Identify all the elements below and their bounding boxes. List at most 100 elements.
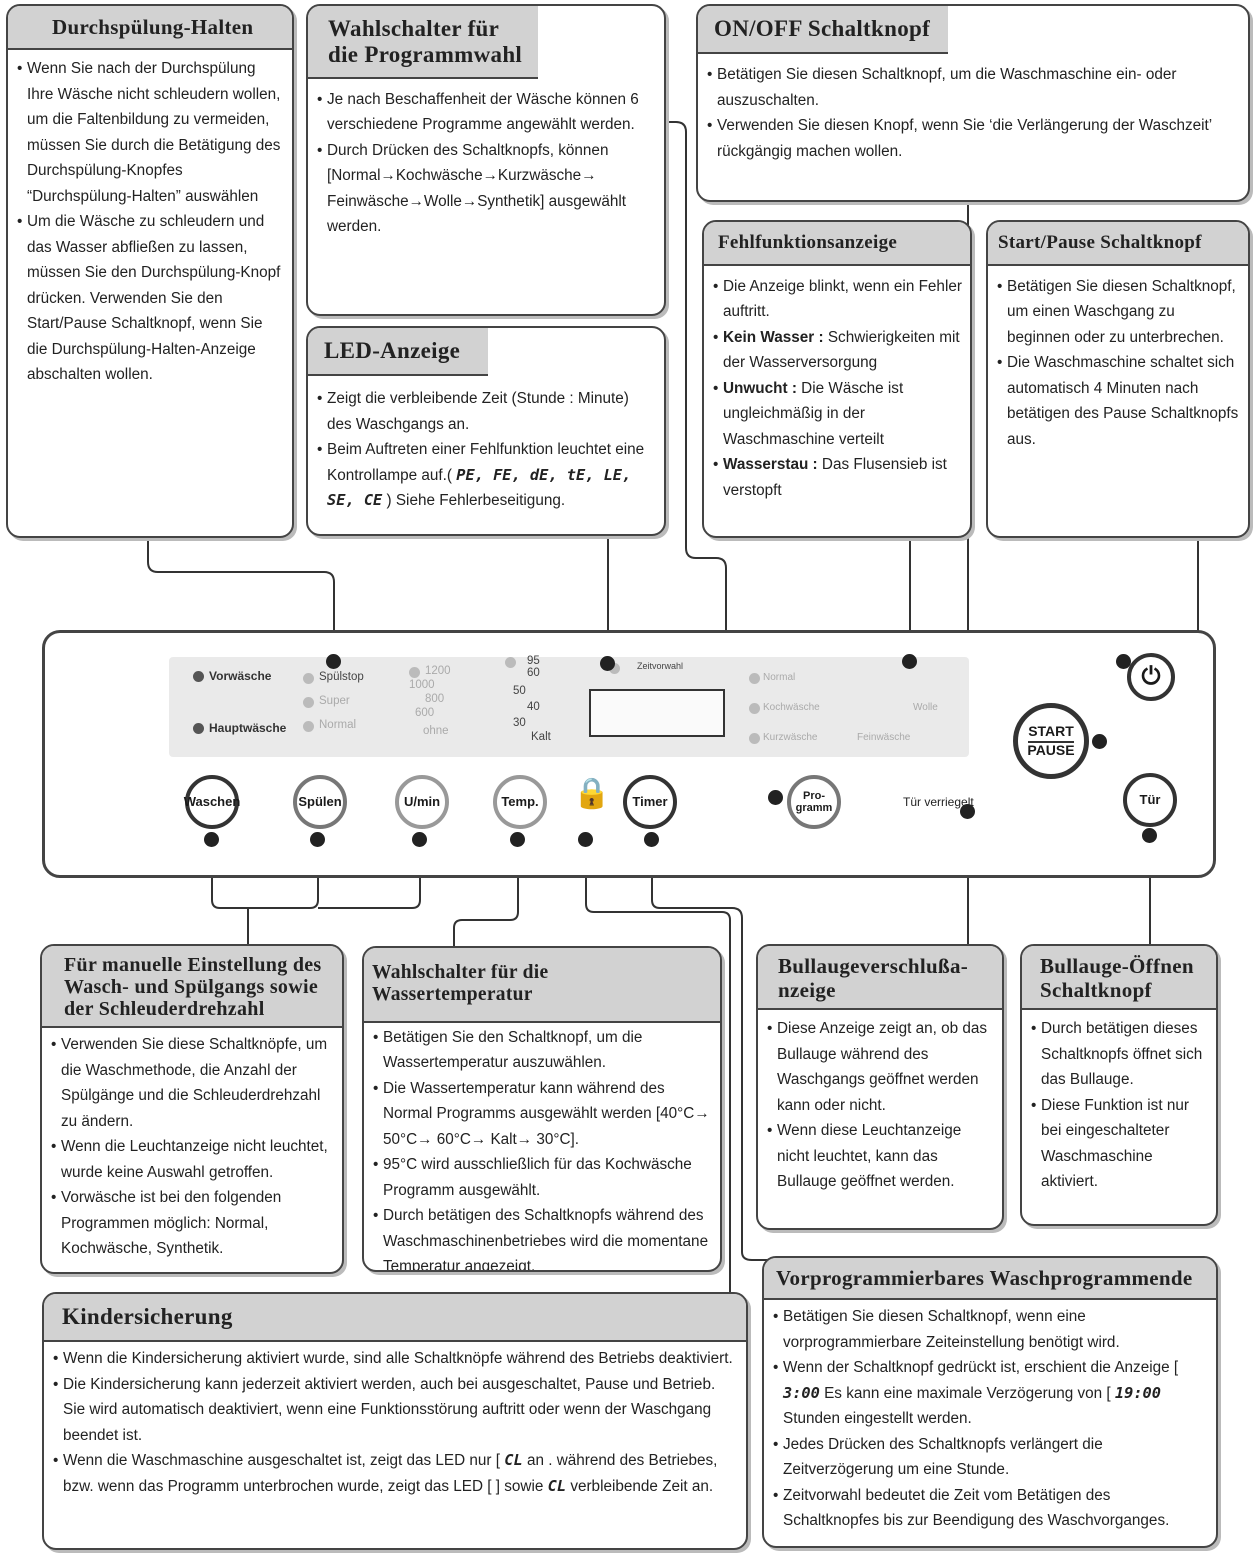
box-list: Betätigen Sie diesen Schaltknopf, um die… bbox=[698, 54, 1248, 170]
box-list: Wenn die Kindersicherung aktiviert wurde… bbox=[44, 1342, 746, 1505]
list-item: Betätigen Sie diesen Schaltknopf, wenn e… bbox=[772, 1304, 1208, 1355]
text: Stunden eingestellt werden. bbox=[783, 1410, 972, 1428]
list-item: Diese Anzeige zeigt an, ob das Bullauge … bbox=[766, 1016, 994, 1118]
label-kein-wasser: Kein Wasser : bbox=[723, 328, 824, 346]
label-normal: Normal bbox=[319, 719, 357, 731]
list-item: Je nach Beschaffenheit der Wäsche können… bbox=[316, 87, 656, 138]
connector-dot bbox=[1142, 828, 1157, 843]
box-wassertemperatur: Wahlschalter für die Wassertemperatur Be… bbox=[362, 946, 722, 1272]
connector-dot bbox=[1092, 734, 1107, 749]
box-list: Diese Anzeige zeigt an, ob das Bullauge … bbox=[758, 1010, 1002, 1201]
box-list: Je nach Beschaffenheit der Wäsche können… bbox=[308, 79, 664, 246]
led-text-a: Beim Auftreten einer Fehlfunktion leucht… bbox=[327, 441, 645, 484]
list-item: Jedes Drücken des Schaltknopfs verlänger… bbox=[772, 1432, 1208, 1483]
box-title: Bullauge-Öffnen Schaltknopf bbox=[1022, 946, 1216, 1011]
power-icon[interactable]: ⏻ bbox=[1127, 653, 1175, 701]
timer-button[interactable]: Timer bbox=[623, 775, 677, 829]
text: Es kann eine maximale Verzögerung von [ bbox=[824, 1384, 1111, 1402]
panel-display: Vorwäsche Hauptwäsche Spülstop Super Nor… bbox=[169, 655, 969, 757]
code-cl: CL bbox=[504, 1451, 523, 1470]
connector-dot bbox=[902, 654, 917, 669]
connector-dot bbox=[644, 832, 659, 847]
box-list: Betätigen Sie den Schaltknopf, um die Wa… bbox=[364, 1023, 720, 1270]
label-temp: 30 bbox=[513, 717, 526, 729]
text: verbleibende Zeit an. bbox=[570, 1477, 714, 1495]
label-super: Super bbox=[319, 695, 350, 707]
label-unwucht: Unwucht : bbox=[723, 379, 797, 397]
label-temp: 50 bbox=[513, 685, 526, 697]
label-zeitvorwahl: Zeitvorwahl bbox=[637, 661, 684, 671]
text: Das Flusensieb ist verstopft bbox=[723, 456, 947, 499]
led-spuelstop bbox=[303, 673, 314, 684]
box-title: LED-Anzeige bbox=[308, 328, 488, 377]
control-panel: Vorwäsche Hauptwäsche Spülstop Super Nor… bbox=[42, 630, 1216, 878]
code-19-00: 19:00 bbox=[1114, 1383, 1161, 1402]
error-codes: PE, FE, dE, tE, LE, SE, CE bbox=[327, 465, 632, 510]
box-title: Für manuelle Einstellung des Wasch- und … bbox=[42, 946, 342, 1028]
list-item: Verwenden Sie diese Schaltknöpfe, um die… bbox=[50, 1032, 334, 1134]
label-spuelstop: Spülstop bbox=[319, 671, 364, 683]
text: Wenn der Schaltknopf gedrückt ist, ersch… bbox=[783, 1359, 1179, 1377]
box-manuelle-einstellung: Für manuelle Einstellung des Wasch- und … bbox=[40, 944, 344, 1274]
list-item: Betätigen Sie diesen Schaltknopf, um ein… bbox=[996, 274, 1240, 351]
led-super bbox=[303, 697, 314, 708]
list-item: Wenn die Leuchtanzeige nicht leuchtet, w… bbox=[50, 1134, 334, 1185]
box-title: Durchspülung-Halten bbox=[8, 6, 292, 51]
led-text-b: ) Siehe Fehlerbeseitigung. bbox=[386, 492, 566, 510]
temp-button[interactable]: Temp. bbox=[493, 775, 547, 829]
connector-dot bbox=[578, 832, 593, 847]
spuelen-button[interactable]: Spülen bbox=[293, 775, 347, 829]
list-item: Vorwäsche ist bei den folgenden Programm… bbox=[50, 1185, 334, 1262]
tuer-verriegelt-label: Tür verriegelt bbox=[903, 795, 974, 809]
list-item: Wasserstau : Das Flusensieb ist verstopf… bbox=[712, 452, 962, 503]
label-program: Kurzwäsche bbox=[763, 732, 818, 743]
list-item: Wenn der Schaltknopf gedrückt ist, ersch… bbox=[772, 1355, 1208, 1432]
list-item: 95°C wird ausschließlich für das Kochwäs… bbox=[372, 1152, 712, 1203]
list-item: Betätigen Sie den Schaltknopf, um die Wa… bbox=[372, 1025, 712, 1076]
list-item: Betätigen Sie diesen Schaltknopf, um die… bbox=[706, 62, 1240, 113]
list-item: Die Anzeige blinkt, wenn ein Fehler auft… bbox=[712, 274, 962, 325]
box-start-pause: Start/Pause Schaltknopf Betätigen Sie di… bbox=[986, 220, 1250, 538]
led-zeitvorwahl bbox=[609, 663, 620, 674]
text: an . während des Betriebes, bzw. wenn da… bbox=[63, 1452, 718, 1495]
pause-label: PAUSE bbox=[1027, 741, 1075, 758]
box-title: Fehlfunktionsanzeige bbox=[704, 222, 970, 266]
umin-button[interactable]: U/min bbox=[395, 775, 449, 829]
box-title: Kindersicherung bbox=[44, 1294, 746, 1343]
text: ] sowie bbox=[495, 1477, 544, 1495]
led-normal bbox=[303, 721, 314, 732]
label-temp: 60 bbox=[527, 667, 540, 679]
connector-dot bbox=[1116, 654, 1131, 669]
programm-button[interactable]: Pro-gramm bbox=[787, 775, 841, 829]
list-item: Zeitvorwahl bedeutet die Zeit vom Betäti… bbox=[772, 1483, 1208, 1534]
label-wasserstau: Wasserstau : bbox=[723, 456, 818, 474]
waschen-button[interactable]: Waschen bbox=[184, 775, 240, 829]
code-3-00: 3:00 bbox=[783, 1383, 820, 1402]
connector-dot bbox=[768, 790, 783, 805]
list-item: Unwucht : Die Wäsche ist ungleichmäßig i… bbox=[712, 376, 962, 453]
label-program: Kochwäsche bbox=[763, 702, 820, 713]
text: Wenn die Waschmaschine ausgeschaltet ist… bbox=[63, 1452, 501, 1470]
label-spin: 1200 bbox=[425, 665, 451, 677]
box-list: Durch betätigen dieses Schaltknopfs öffn… bbox=[1022, 1010, 1216, 1201]
box-title: Bullaugeverschlußa- nzeige bbox=[758, 946, 1002, 1011]
label-spin: 1000 bbox=[409, 679, 435, 691]
led-temp bbox=[505, 657, 516, 668]
box-bullauge-knopf: Bullauge-Öffnen Schaltknopf Durch betäti… bbox=[1020, 944, 1218, 1226]
list-item: Durch Drücken des Schaltknopfs, können [… bbox=[316, 138, 656, 240]
code-cl: CL bbox=[547, 1476, 567, 1495]
label-vorwaesche: Vorwäsche bbox=[209, 669, 272, 683]
connector-dot bbox=[204, 832, 219, 847]
led-spin bbox=[409, 667, 420, 678]
label-spin: ohne bbox=[423, 725, 449, 737]
tuer-button[interactable]: Tür bbox=[1123, 773, 1177, 827]
list-item: Diese Funktion ist nur bei eingeschaltet… bbox=[1030, 1093, 1208, 1195]
box-list: Betätigen Sie diesen Schaltknopf, wenn e… bbox=[764, 1300, 1216, 1540]
list-item: Wenn Sie nach der Durchspülung Ihre Wäsc… bbox=[16, 56, 284, 209]
led-vorwaesche bbox=[193, 671, 204, 682]
start-pause-button[interactable]: START PAUSE bbox=[1013, 703, 1089, 779]
box-kindersicherung: Kindersicherung Wenn die Kindersicherung… bbox=[42, 1292, 748, 1550]
label-program: Feinwäsche bbox=[857, 732, 911, 743]
box-list: Verwenden Sie diese Schaltknöpfe, um die… bbox=[42, 1028, 342, 1268]
box-title: ON/OFF Schaltknopf bbox=[698, 6, 948, 55]
